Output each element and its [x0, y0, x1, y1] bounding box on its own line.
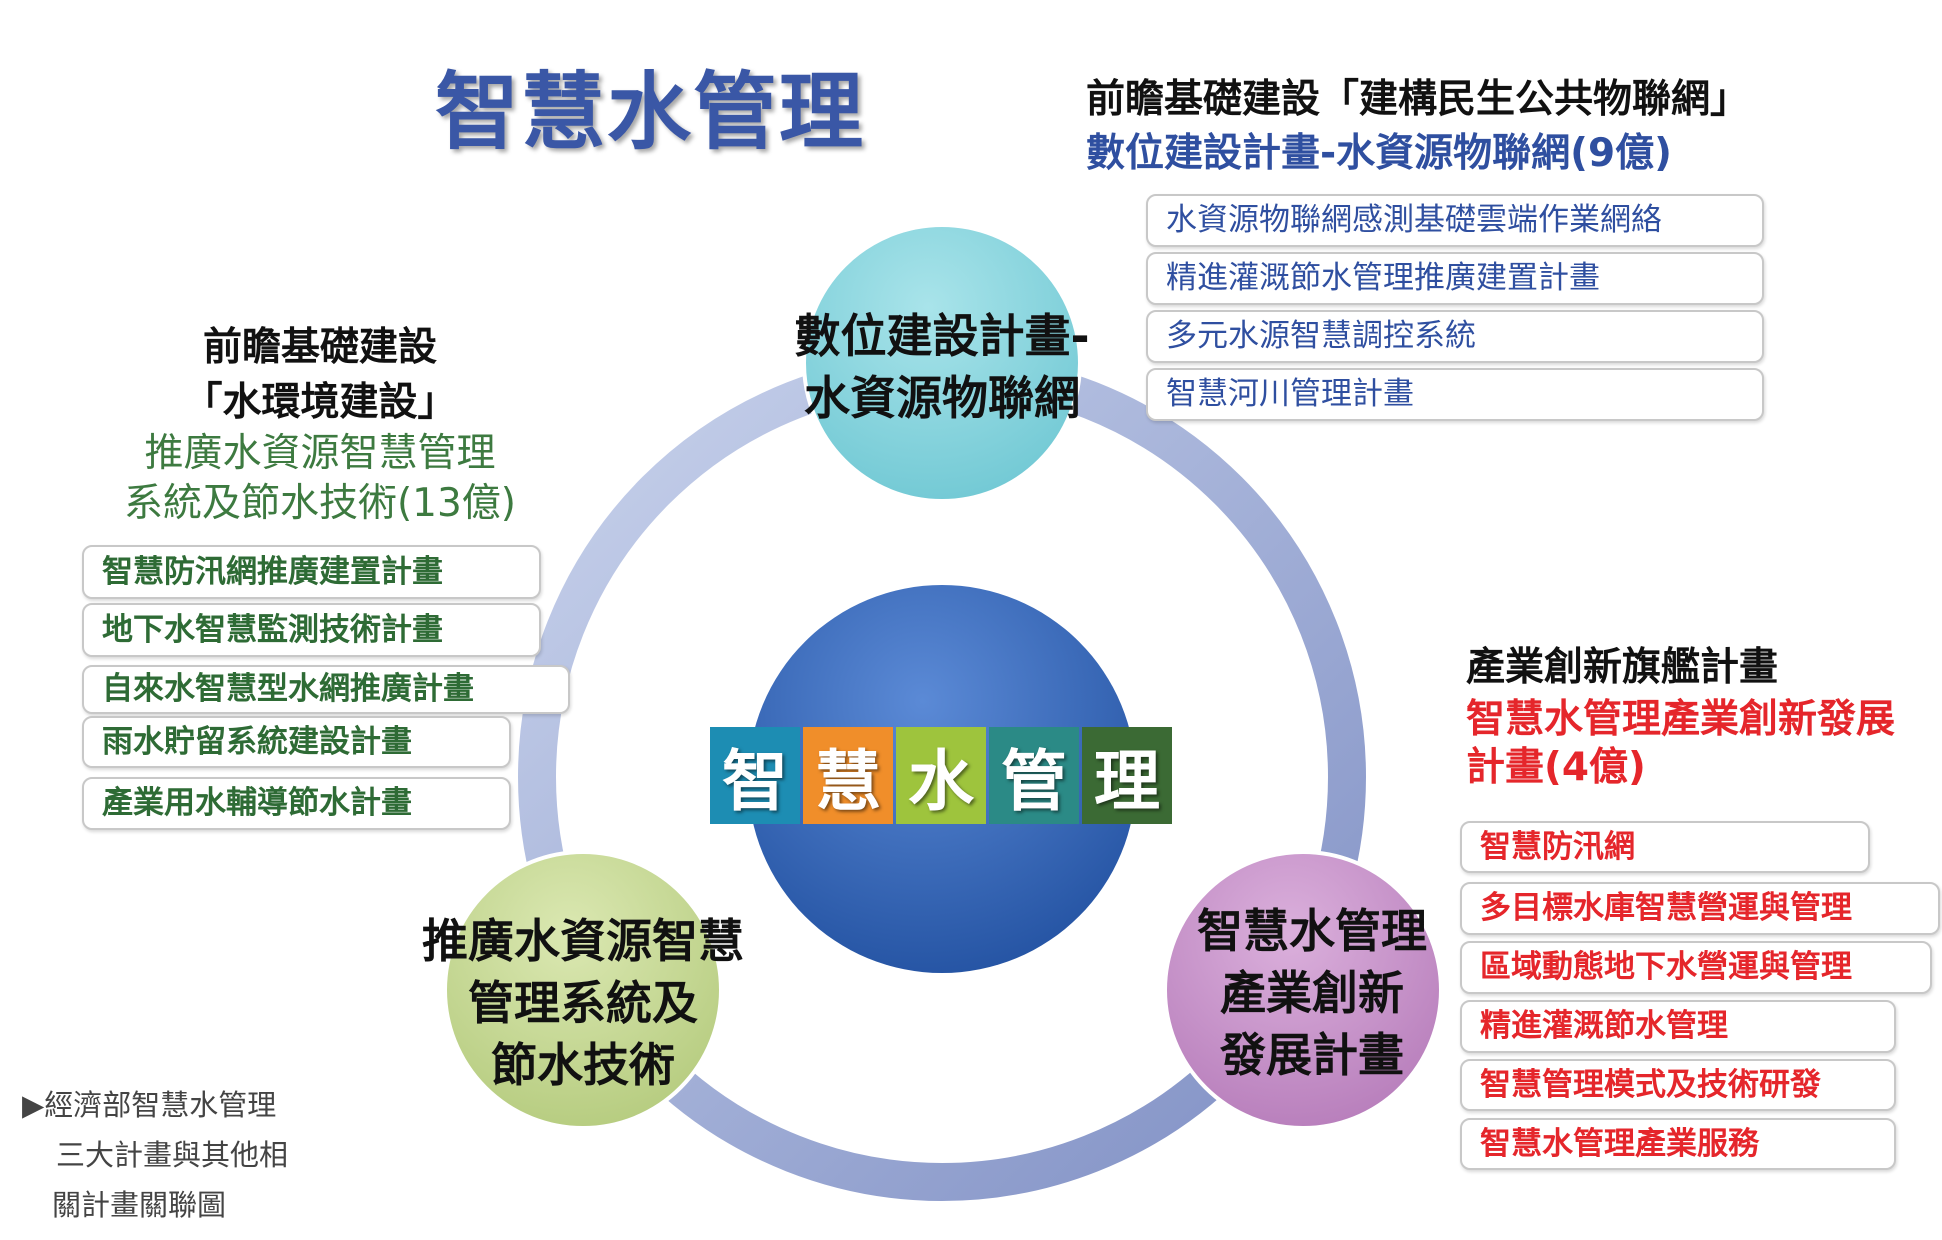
left-heading-line2: 「水環境建設」	[183, 380, 457, 425]
center-tile: 理	[1082, 727, 1172, 824]
list-item: 智慧管理模式及技術研發	[1460, 1059, 1896, 1111]
list-item: 雨水貯留系統建設計畫	[82, 716, 511, 768]
list-item: 多目標水庫智慧營運與管理	[1460, 882, 1940, 935]
list-item: 多元水源智慧調控系統	[1146, 310, 1764, 363]
label-line: 水資源物聯網	[804, 371, 1080, 425]
top-right-heading: 前瞻基礎建設「建構民生公共物聯網」	[1086, 77, 1750, 122]
right-sub-line1: 智慧水管理產業創新發展	[1466, 697, 1896, 742]
list-item: 精進灌溉節水管理推廣建置計畫	[1146, 252, 1764, 305]
top-circle-label: 數位建設計畫- 水資源物聯網	[742, 305, 1142, 429]
left-sub-line2: 系統及節水技術(13億)	[123, 481, 517, 526]
center-tile: 智	[710, 727, 800, 824]
center-tile: 管	[989, 727, 1079, 824]
list-item: 產業用水輔導節水計畫	[82, 777, 511, 830]
list-item: 智慧河川管理計畫	[1146, 368, 1764, 421]
label-line: 智慧水管理	[1197, 904, 1427, 958]
list-item: 區域動態地下水營運與管理	[1460, 941, 1932, 994]
label-line: 發展計畫	[1220, 1028, 1404, 1082]
left-heading-line1: 前瞻基礎建設	[202, 325, 437, 370]
right-heading: 產業創新旗艦計畫	[1466, 645, 1779, 690]
bottom-left-circle	[443, 850, 723, 1130]
left-sub-line1: 推廣水資源智慧管理	[144, 431, 496, 476]
center-tile: 水	[896, 727, 986, 824]
list-item: 精進灌溉節水管理	[1460, 1000, 1896, 1053]
list-item: 自來水智慧型水網推廣計畫	[82, 665, 570, 714]
bottom-right-circle-label: 智慧水管理 產業創新 發展計畫	[1112, 900, 1512, 1086]
caption-line: 關計畫關聯圖	[52, 1188, 227, 1222]
bottom-left-circle-label: 推廣水資源智慧 管理系統及 節水技術	[383, 910, 783, 1096]
label-line: 管理系統及	[468, 976, 698, 1030]
top-circle	[802, 223, 1082, 503]
list-item: 水資源物聯網感測基礎雲端作業網絡	[1146, 194, 1764, 247]
label-line: 產業創新	[1220, 966, 1404, 1020]
page-title: 智慧水管理	[434, 63, 865, 161]
list-item: 智慧防汛網	[1460, 821, 1870, 873]
label-line: 推廣水資源智慧	[422, 914, 744, 968]
caption-line: ▶經濟部智慧水管理	[22, 1088, 277, 1122]
list-item: 地下水智慧監測技術計畫	[82, 603, 541, 657]
list-item: 智慧水管理產業服務	[1460, 1118, 1896, 1170]
bottom-right-circle	[1163, 850, 1443, 1130]
label-line: 數位建設計畫-	[794, 309, 1090, 363]
list-item: 智慧防汛網推廣建置計畫	[82, 545, 541, 599]
center-tile: 慧	[803, 727, 893, 824]
right-sub-line2: 計畫(4億)	[1466, 745, 1646, 790]
caption-line: 三大計畫與其他相	[56, 1138, 289, 1172]
top-right-subheading: 數位建設計畫-水資源物聯網(9億)	[1086, 131, 1672, 176]
label-line: 節水技術	[491, 1038, 675, 1092]
